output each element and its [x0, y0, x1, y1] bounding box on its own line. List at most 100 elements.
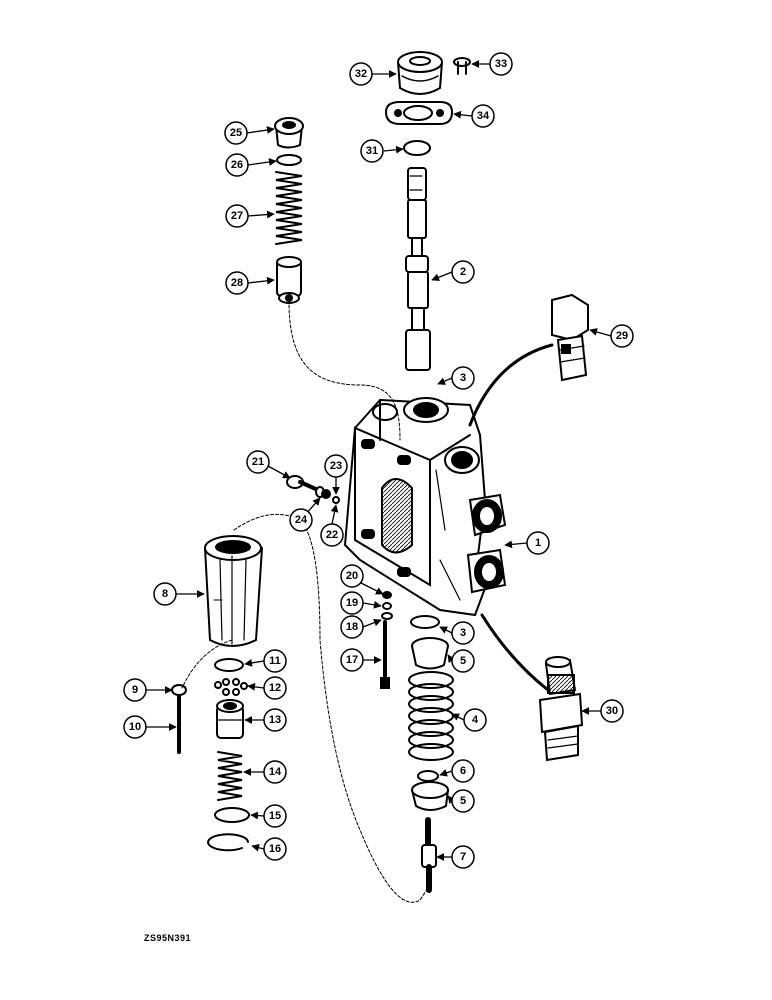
callout-25-label: 25 [230, 127, 242, 139]
callout-16-label: 16 [269, 843, 281, 855]
washer-11 [214, 658, 244, 672]
callout-29-label: 29 [616, 330, 628, 342]
callout-3a-label: 3 [460, 372, 466, 384]
callout-26 [225, 153, 249, 177]
callout-7 [451, 845, 475, 869]
cap-32 [397, 51, 443, 95]
callout-33-label: 33 [495, 58, 507, 70]
oring-3-lower [410, 615, 440, 629]
callout-4-label: 4 [472, 714, 479, 726]
callout-6 [451, 759, 475, 783]
balls-12 [214, 678, 248, 696]
callout-8-label: 8 [162, 588, 168, 600]
callout-5a [451, 649, 475, 673]
callout-26-label: 26 [231, 159, 243, 171]
seal-31 [403, 140, 431, 156]
dashed-path-2 [233, 513, 429, 903]
callout-13 [263, 708, 287, 732]
callout-14-label: 14 [269, 766, 282, 778]
callout-1-label: 1 [535, 537, 541, 549]
callout-28 [225, 271, 249, 295]
callout-23-label: 23 [330, 460, 342, 472]
callout-11-label: 11 [269, 655, 281, 667]
callout-14 [263, 760, 287, 784]
callout-7-label: 7 [460, 851, 466, 863]
callout-31-label: 31 [366, 145, 378, 157]
spring-4 [408, 671, 454, 761]
plate-34 [384, 101, 454, 125]
plug-25 [274, 117, 304, 149]
callout-4 [463, 708, 487, 732]
relief-valve-30 [538, 656, 584, 762]
callout-15-label: 15 [269, 810, 281, 822]
callout-16 [263, 837, 287, 861]
callout-2 [451, 260, 475, 284]
callout-2-label: 2 [460, 266, 466, 278]
spool [405, 167, 431, 371]
callout-21 [246, 450, 270, 474]
callout-19-label: 19 [346, 597, 358, 609]
callout-28-label: 28 [231, 277, 243, 289]
relief-valve-29 [551, 293, 589, 382]
callout-9 [123, 678, 147, 702]
callout-3b [451, 621, 475, 645]
spring-27 [275, 171, 303, 245]
callout-22-label: 22 [326, 529, 338, 541]
retainer-5-lower [411, 781, 449, 811]
callout-27 [225, 204, 249, 228]
pin-7 [421, 817, 437, 893]
callout-32-label: 32 [355, 68, 367, 80]
leader-30 [480, 613, 550, 692]
callout-12 [263, 676, 287, 700]
callout-29 [610, 324, 634, 348]
callout-17 [340, 648, 364, 672]
callout-5b-label: 5 [460, 795, 466, 807]
callout-18 [340, 615, 364, 639]
callout-31 [360, 139, 384, 163]
callout-18-label: 18 [346, 621, 358, 633]
callout-9-label: 9 [132, 684, 138, 696]
callout-30-label: 30 [606, 705, 618, 717]
callout-19 [340, 591, 364, 615]
spring-14 [217, 751, 243, 801]
callout-3a [451, 366, 475, 390]
callout-22 [320, 523, 344, 547]
callout-5b [451, 789, 475, 813]
callout-10 [123, 715, 147, 739]
retainer-5-upper [411, 637, 449, 670]
dashed-path-3 [181, 639, 233, 689]
leader-29 [468, 343, 554, 427]
callout-33 [489, 52, 513, 76]
callout-8 [153, 582, 177, 606]
cap-8 [204, 535, 263, 647]
callout-12-label: 12 [269, 682, 281, 694]
plug-21 [286, 475, 325, 498]
callout-3b-label: 3 [460, 627, 466, 639]
detent-13 [216, 699, 244, 739]
callout-15 [263, 804, 287, 828]
callout-20 [340, 564, 364, 588]
callout-32 [349, 62, 373, 86]
washer-6 [417, 770, 439, 782]
snap-ring-16 [207, 833, 249, 852]
callout-24 [289, 508, 313, 532]
callout-21-label: 21 [252, 456, 264, 468]
callout-11 [263, 649, 287, 673]
callout-27-label: 27 [231, 210, 243, 222]
callout-10-label: 10 [129, 721, 141, 733]
bolt-10 [171, 684, 187, 754]
dashed-path-1 [288, 304, 401, 441]
drawing-code: ZS95N391 [144, 933, 192, 943]
valve-body [343, 397, 507, 617]
callouts [123, 52, 634, 869]
piston-28 [276, 256, 302, 304]
callout-24-label: 24 [295, 514, 308, 526]
callout-23 [324, 454, 348, 478]
callout-34 [471, 104, 495, 128]
oring-26 [276, 154, 302, 166]
callout-34-label: 34 [477, 110, 490, 122]
callout-17-label: 17 [346, 654, 358, 666]
callout-6-label: 6 [460, 765, 466, 777]
ring-15 [214, 807, 250, 823]
